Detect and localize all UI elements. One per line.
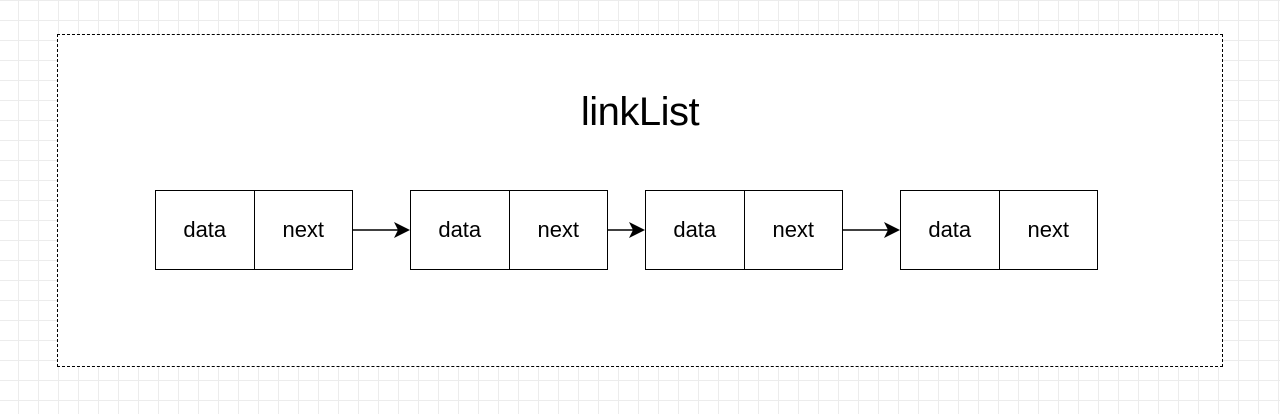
diagram-title: linkList — [580, 90, 700, 134]
next-pointer-field: next — [253, 191, 353, 269]
data-field: data — [183, 217, 227, 242]
data-field: data — [673, 217, 717, 242]
data-field: data — [928, 217, 972, 242]
list-node-4[interactable]: data next — [900, 190, 1098, 270]
next-pointer-field: next — [998, 191, 1098, 269]
list-node-3[interactable]: data next — [645, 190, 843, 270]
next-pointer-field: next — [508, 191, 608, 269]
list-node-1[interactable]: data next — [155, 190, 353, 270]
next-pointer-field: next — [743, 191, 843, 269]
list-node-2[interactable]: data next — [410, 190, 608, 270]
data-field: data — [438, 217, 482, 242]
